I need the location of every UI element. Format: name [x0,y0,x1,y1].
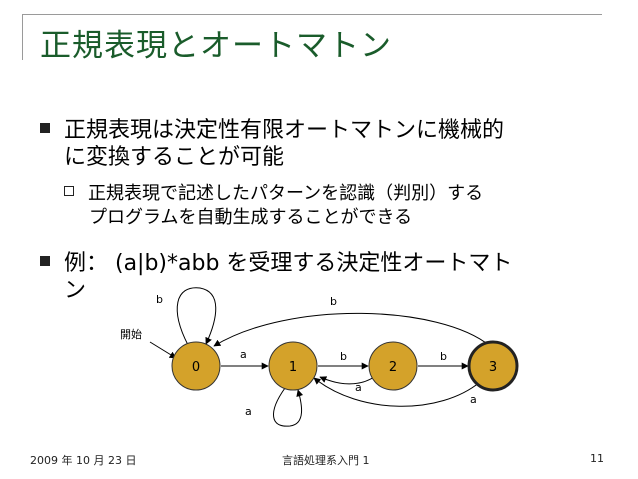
state-1: 1 [268,341,318,391]
sub-bullet-1: 正規表現で記述したパターンを認識（判別）する プログラムを自動生成することができ… [64,182,483,230]
edge-3-1-label: a [470,393,477,406]
state-2: 2 [368,341,418,391]
footer-page-number: 11 [590,452,604,465]
sub-bullet-1-line-1: 正規表現で記述したパターンを認識（判別）する [88,183,484,204]
sub-bullet-square-icon [64,186,74,196]
bullet-square-icon [40,256,50,266]
bullet-square-icon [40,123,50,133]
footer-date: 2009 年 10 月 23 日 [30,454,137,467]
edge-2-1-label: a [355,381,362,394]
state-0: 0 [171,341,221,391]
edge-3-0-label: b [330,295,337,308]
edge-2-1 [319,374,378,385]
edge-3-1 [313,377,481,407]
bullet-1-line-2: に変換することが可能 [64,145,285,170]
edge-1-1-label: a [245,405,252,418]
bullet-2: 例： (a|b)*abb を受理する決定性オートマト ン [40,250,512,304]
edge-0-0 [176,287,217,346]
start-label: 開始 [120,327,142,341]
footer-course: 言語処理系入門 1 [282,454,370,467]
edge-1-1 [273,387,304,427]
slide-title: 正規表現とオートマトン [40,28,392,64]
state-3-label: 3 [489,360,497,375]
bullet-1: 正規表現は決定性有限オートマトンに機械的 に変換することが可能 [40,117,504,171]
state-2-label: 2 [389,360,397,375]
state-3-accepting: 3 [467,340,519,392]
state-0-label: 0 [192,360,200,375]
edge-2-3-label: b [440,350,447,363]
edge-3-0 [213,312,491,347]
edge-0-0-label: b [156,293,163,306]
bullet-2-line-2: ン [64,278,87,303]
title-rule-horizontal [22,14,602,15]
bullet-1-line-1: 正規表現は決定性有限オートマトンに機械的 [64,118,505,143]
bullet-2-line-1: 例： (a|b)*abb を受理する決定性オートマト [64,251,513,276]
sub-bullet-1-line-2: プログラムを自動生成することができる [89,207,413,228]
state-1-label: 1 [289,360,297,375]
start-arrow [149,341,177,359]
edge-0-1-label: a [240,348,247,361]
title-rule-vertical [22,14,23,60]
edge-1-2-label: b [340,350,347,363]
